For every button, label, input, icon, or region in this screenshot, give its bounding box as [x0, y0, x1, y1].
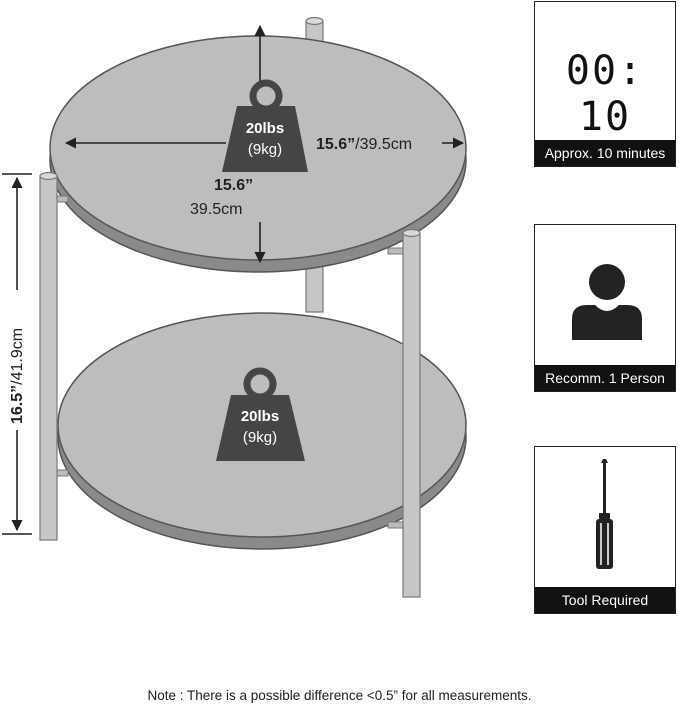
front-right-leg — [402, 232, 421, 598]
front-left-leg-cap — [39, 171, 58, 181]
top-weight-value: 20lbs — [246, 120, 284, 137]
assembly-time-panel: 00: 10 Approx. 10 minutes — [534, 1, 676, 167]
top-weight-metric: (9kg) — [248, 141, 282, 158]
digital-timer-icon: 00: 10 — [565, 48, 645, 140]
back-leg-cap — [305, 16, 324, 26]
bracket — [387, 521, 405, 529]
person-caption: Recomm. 1 Person — [535, 365, 675, 391]
measurement-note: Note : There is a possible difference <0… — [147, 688, 532, 703]
width-label: 15.6”/39.5cm — [316, 136, 412, 153]
front-left-leg — [39, 175, 58, 541]
height-label: 16.5”/41.9cm — [9, 328, 26, 424]
assembly-time-caption: Approx. 10 minutes — [535, 140, 675, 166]
top-weight-icon — [222, 79, 308, 172]
tool-panel: Tool Required — [534, 446, 676, 614]
bottom-weight-metric: (9kg) — [243, 429, 277, 446]
depth-label-metric: 39.5cm — [190, 201, 242, 218]
tool-caption: Tool Required — [535, 587, 675, 613]
front-right-leg-cap — [402, 228, 421, 238]
person-icon — [572, 264, 642, 340]
bracket — [387, 247, 405, 255]
height-label-bg — [6, 290, 28, 430]
depth-label-imperial: 15.6” — [214, 177, 253, 194]
person-panel: Recomm. 1 Person — [534, 224, 676, 392]
bottom-weight-value: 20lbs — [241, 408, 279, 425]
bottom-weight-icon — [216, 367, 305, 461]
screwdriver-icon — [596, 459, 613, 569]
table-diagram: 15.6”/39.5cm 15.6” 39.5cm 20lbs (9kg) 20… — [2, 16, 467, 598]
